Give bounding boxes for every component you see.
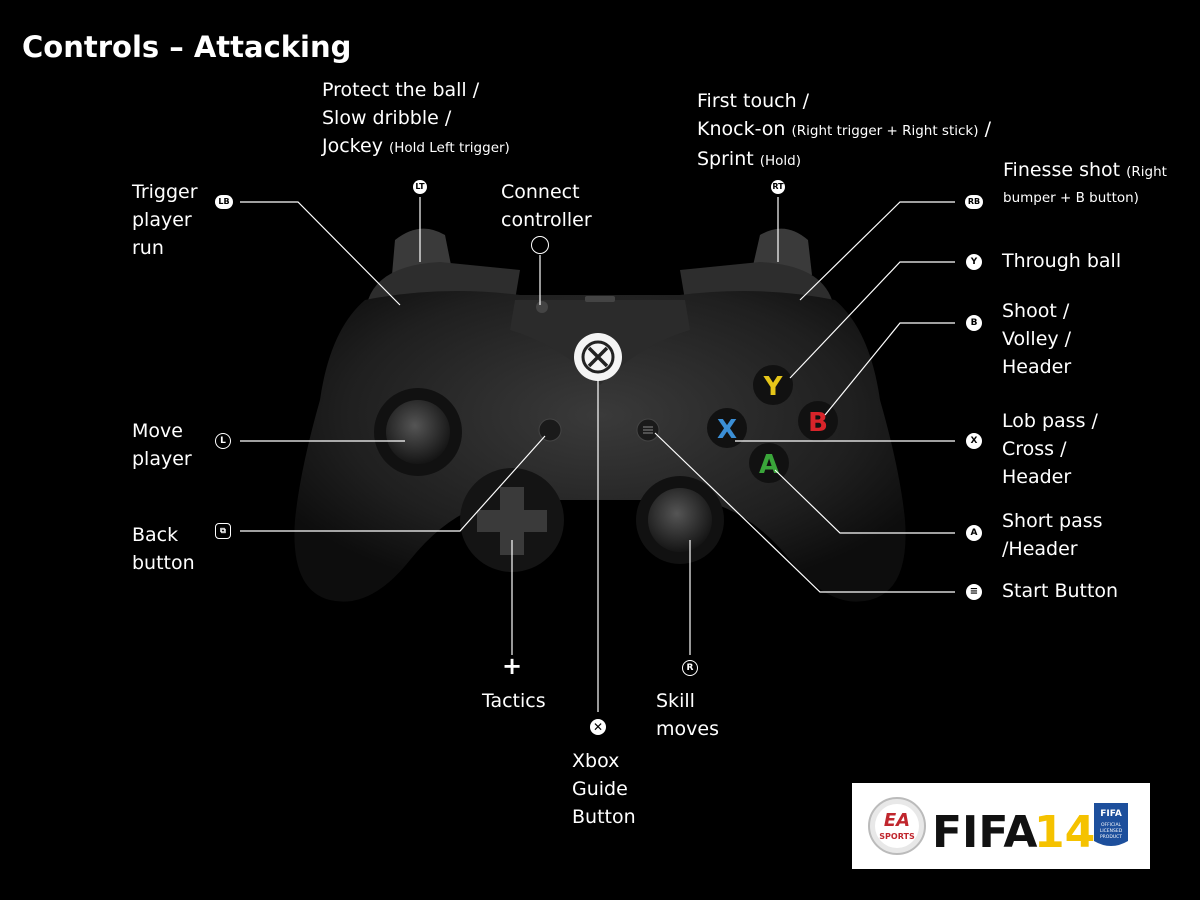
rt-badge-icon: RT	[771, 180, 785, 194]
fifa-text: FIFA	[932, 807, 1038, 858]
svg-text:OFFICIAL: OFFICIAL	[1101, 822, 1122, 828]
label-lb: Trigger player run	[132, 181, 198, 259]
right-stick-icon: R	[682, 660, 698, 676]
rb-badge-icon: RB	[965, 195, 983, 209]
lb-badge-icon: LB	[215, 195, 233, 209]
y-badge-icon: Y	[966, 254, 982, 270]
leader-rb	[799, 201, 955, 301]
controller-body	[294, 291, 906, 602]
left-stick-icon: L	[215, 433, 231, 449]
label-connect: Connect controller	[501, 181, 592, 231]
leader-back	[240, 435, 546, 532]
label-skill: Skill moves	[656, 690, 719, 740]
label-lt: Protect the ball / Slow dribble / Jockey…	[322, 79, 510, 157]
ea-sports-text: SPORTS	[879, 832, 915, 841]
svg-text:X: X	[717, 415, 737, 445]
a-badge-icon: A	[966, 525, 982, 541]
view-button	[538, 418, 562, 442]
right-bumper	[680, 262, 832, 300]
leader-y	[789, 261, 955, 379]
fifa14-logo: EA SPORTS FIFA 14 FIFA OFFICIAL LICENSED…	[852, 783, 1150, 869]
back-view-icon: ⧉	[215, 523, 231, 539]
lt-badge-icon: LT	[413, 180, 427, 194]
label-tactics: Tactics	[482, 690, 546, 712]
leader-b	[824, 322, 955, 416]
ea-brand-text: EA	[884, 810, 910, 831]
leader-lb	[240, 201, 401, 306]
label-b: Shoot / Volley / Header	[1002, 300, 1072, 378]
x-badge-icon: X	[966, 433, 982, 449]
leader-a	[774, 469, 955, 534]
label-move: Move player	[132, 420, 192, 470]
label-rb: Finesse shot (Right bumper + B button)	[1003, 159, 1167, 206]
svg-text:A: A	[759, 450, 779, 480]
connect-icon	[531, 236, 549, 254]
dpad-plus-icon: +	[502, 652, 523, 680]
connect-button	[536, 301, 548, 313]
b-badge-icon: B	[966, 315, 982, 331]
dpad	[477, 487, 547, 555]
svg-text:Y: Y	[763, 372, 784, 402]
leader-start	[654, 432, 955, 593]
label-guide: Xbox Guide Button	[572, 750, 636, 828]
svg-text:LICENSED: LICENSED	[1100, 828, 1123, 834]
start-menu-icon: ≡	[966, 584, 982, 600]
label-x: Lob pass / Cross / Header	[1002, 410, 1098, 488]
svg-text:PRODUCT: PRODUCT	[1100, 834, 1122, 840]
label-start: Start Button	[1002, 580, 1119, 602]
a-face-button	[749, 443, 789, 483]
fifa-number-text: 14	[1034, 807, 1095, 858]
left-bumper	[368, 262, 520, 300]
label-rt: First touch / Knock-on (Right trigger + …	[697, 90, 991, 170]
svg-text:B: B	[808, 408, 828, 438]
xbox-guide-icon: ✕	[590, 719, 606, 735]
label-y: Through ball	[1002, 250, 1122, 272]
x-face-button	[707, 408, 747, 448]
fifa14-logo-art: EA SPORTS FIFA 14 FIFA OFFICIAL LICENSED…	[868, 797, 1128, 858]
page-title: Controls – Attacking	[22, 30, 352, 64]
fifa-seal-text: FIFA	[1100, 809, 1122, 819]
label-back: Back button	[132, 524, 195, 574]
label-a: Short pass /Header	[1002, 510, 1103, 560]
y-face-button	[753, 365, 793, 405]
